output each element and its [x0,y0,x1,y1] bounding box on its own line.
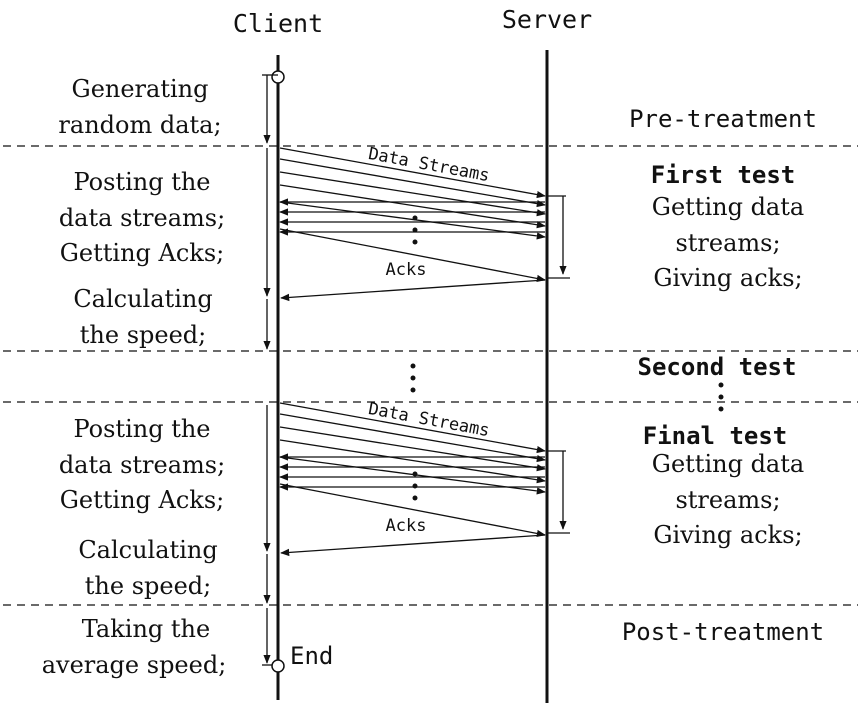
label-posting1-2: data streams; [59,204,225,232]
final-test-ellipsis [412,471,418,501]
final-test-data-streams [279,402,546,495]
label-posting1-1: Posting the [73,168,210,196]
first-test-ellipsis [412,215,418,245]
acks-label-1: Acks [386,260,427,280]
phase-separators [3,145,858,606]
server-final-3: Giving acks; [653,521,802,549]
phase-pre-treatment: Pre-treatment [629,105,817,133]
first-test-acks [279,198,546,302]
label-taking-1: Taking the [82,615,210,643]
phase-first-test: First test [651,161,796,189]
first-test-data-streams [279,147,546,240]
label-generating-1: Generating [72,75,209,103]
label-getting-acks-2: Getting Acks; [60,486,225,514]
label-calc1-2: the speed; [80,321,206,349]
end-label: End [290,642,333,670]
end-node [271,659,285,673]
second-test-ellipsis [410,363,724,412]
server-first-2: streams; [675,229,780,257]
client-header: Client [233,9,323,38]
label-generating-2: random data; [58,111,221,139]
server-final-1: Getting data [652,450,804,478]
label-calc1-1: Calculating [73,285,212,313]
label-getting-acks-1: Getting Acks; [60,239,225,267]
server-final-2: streams; [675,486,780,514]
data-streams-label-1: Data Streams [367,144,491,186]
label-posting2-2: data streams; [59,451,225,479]
phase-second-test: Second test [638,353,797,381]
label-taking-2: average speed; [42,651,227,679]
server-first-1: Getting data [652,193,804,221]
start-node [271,70,285,84]
label-calc2-2: the speed; [85,572,211,600]
phase-final-test: Final test [643,422,788,450]
server-header: Server [502,5,592,34]
data-streams-label-2: Data Streams [367,399,491,441]
server-labels: Getting data streams; Giving acks; Getti… [652,193,804,549]
label-calc2-1: Calculating [78,536,217,564]
final-test-acks [279,453,546,557]
label-posting2-1: Posting the [73,415,210,443]
acks-label-2: Acks [386,516,427,536]
phase-labels: Pre-treatment First test Second test Fin… [622,105,824,646]
phase-post-treatment: Post-treatment [622,618,824,646]
server-first-3: Giving acks; [653,264,802,292]
client-labels: Generating random data; Posting the data… [42,75,227,679]
